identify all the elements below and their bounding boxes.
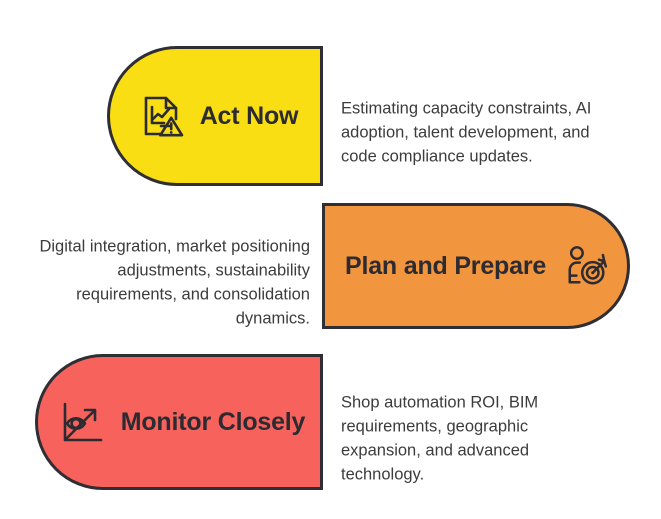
person-target-arrow-icon bbox=[564, 243, 610, 289]
diagram-row-plan-and-prepare: Digital integration, market positioning … bbox=[0, 203, 661, 329]
band-title-plan-and-prepare: Plan and Prepare bbox=[345, 251, 547, 280]
description-plan-and-prepare: Digital integration, market positioning … bbox=[39, 237, 310, 328]
diagram-row-act-now: Act Now Estimating capacity constraints,… bbox=[0, 46, 661, 186]
description-monitor-closely: Shop automation ROI, BIM requirements, g… bbox=[341, 393, 539, 484]
description-act-now: Estimating capacity constraints, AI adop… bbox=[341, 99, 592, 166]
diagram-row-monitor-closely: Monitor Closely Shop automation ROI, BIM… bbox=[0, 354, 661, 490]
document-chart-warning-icon bbox=[138, 92, 186, 140]
band-title-act-now: Act Now bbox=[199, 101, 299, 130]
band-plan-and-prepare[interactable]: Plan and Prepare bbox=[322, 203, 630, 329]
band-monitor-closely[interactable]: Monitor Closely bbox=[35, 354, 323, 490]
eye-growth-chart-icon bbox=[57, 398, 105, 446]
band-act-now[interactable]: Act Now bbox=[107, 46, 323, 186]
band-title-monitor-closely: Monitor Closely bbox=[120, 407, 306, 436]
